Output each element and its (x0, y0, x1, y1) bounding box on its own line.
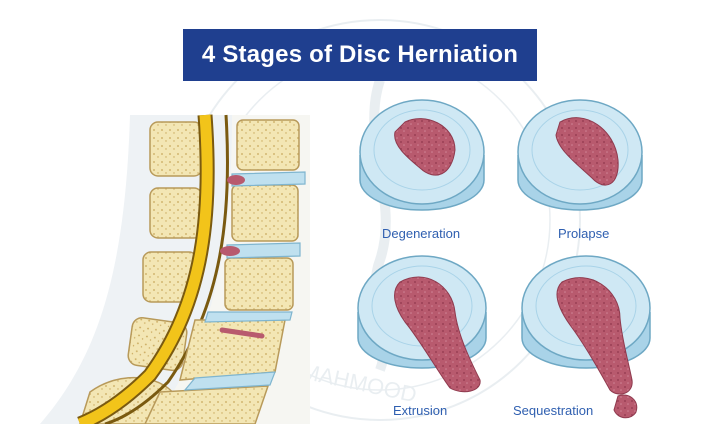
spine-section (40, 114, 310, 424)
disc-extrusion (357, 255, 487, 393)
disc-degeneration (359, 99, 485, 211)
disc-sequestration (521, 255, 651, 419)
stage-label-degeneration: Degeneration (382, 226, 461, 241)
stage-label-sequestration: Sequestration (513, 403, 594, 418)
disc-prolapse (517, 99, 643, 211)
page-title: 4 Stages of Disc Herniation (183, 29, 537, 81)
intervertebral-discs (183, 171, 306, 391)
stage-label-prolapse: Prolapse (558, 226, 610, 241)
stage-label-extrusion: Extrusion (393, 403, 448, 418)
vertebral-bodies (79, 121, 203, 424)
